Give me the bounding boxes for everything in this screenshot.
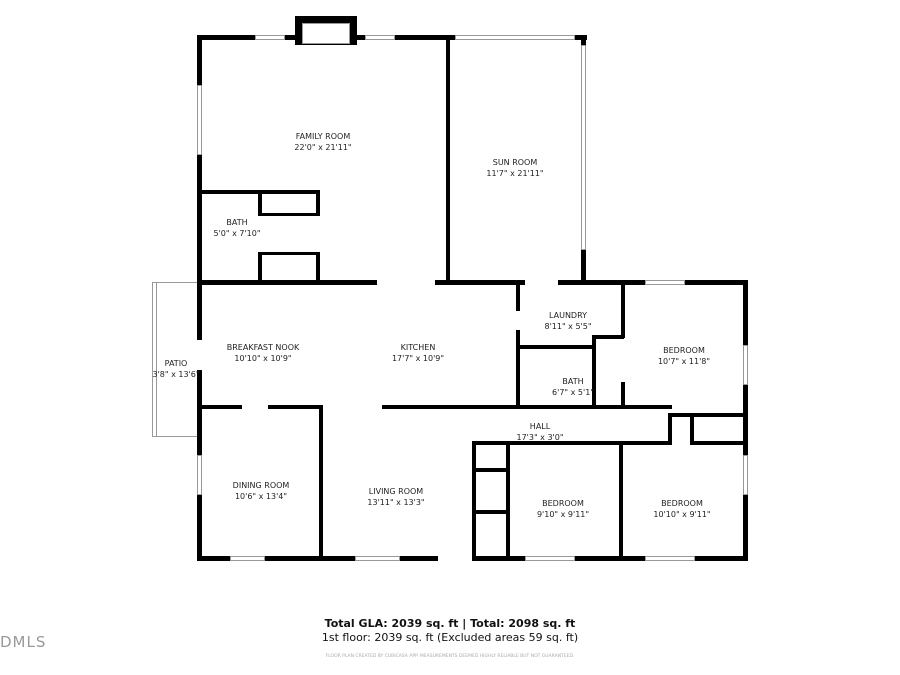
watermark-logo: DMLS — [0, 633, 47, 651]
wall — [668, 413, 743, 417]
wall — [319, 405, 323, 557]
wall — [668, 413, 672, 441]
wall — [596, 335, 624, 339]
wall — [743, 280, 748, 561]
window — [743, 345, 748, 385]
wall — [258, 190, 262, 216]
window — [743, 455, 748, 495]
wall — [197, 280, 202, 340]
wall — [619, 441, 623, 557]
wall — [520, 345, 596, 349]
wall — [690, 441, 743, 445]
window — [197, 455, 202, 495]
window — [525, 556, 575, 561]
wall — [200, 405, 242, 409]
window — [355, 556, 400, 561]
wall — [476, 468, 506, 472]
window — [438, 556, 472, 561]
disclaimer: FLOOR PLAN CREATED BY CUBICASA APP. MEAS… — [325, 654, 575, 659]
wall — [516, 283, 520, 311]
window — [230, 556, 265, 561]
window — [645, 556, 695, 561]
wall — [476, 510, 506, 514]
wall — [621, 382, 625, 407]
floor-area: 1st floor: 2039 sq. ft (Excluded areas 5… — [321, 631, 579, 644]
window — [197, 85, 202, 155]
wall — [258, 213, 320, 216]
window — [255, 35, 285, 40]
wall — [472, 441, 672, 445]
wall — [258, 252, 320, 255]
wall — [316, 252, 320, 282]
wall — [621, 283, 625, 338]
wall — [382, 405, 672, 409]
wall — [516, 330, 520, 407]
wall — [197, 280, 377, 285]
wall — [506, 441, 510, 557]
wall — [690, 413, 694, 443]
wall — [197, 35, 202, 285]
wall — [435, 280, 525, 285]
window — [581, 45, 586, 250]
window — [455, 35, 575, 40]
patio-rail — [152, 282, 157, 437]
window — [645, 280, 685, 285]
wall — [316, 190, 320, 216]
wall — [446, 35, 450, 285]
patio-outline — [152, 282, 197, 437]
window — [365, 35, 395, 40]
wall — [268, 405, 323, 409]
chimney-inner — [302, 23, 350, 44]
wall — [592, 335, 596, 407]
total-area: Total GLA: 2039 sq. ft | Total: 2098 sq.… — [324, 617, 576, 630]
wall — [197, 556, 748, 561]
wall — [472, 441, 476, 557]
wall — [258, 252, 262, 282]
